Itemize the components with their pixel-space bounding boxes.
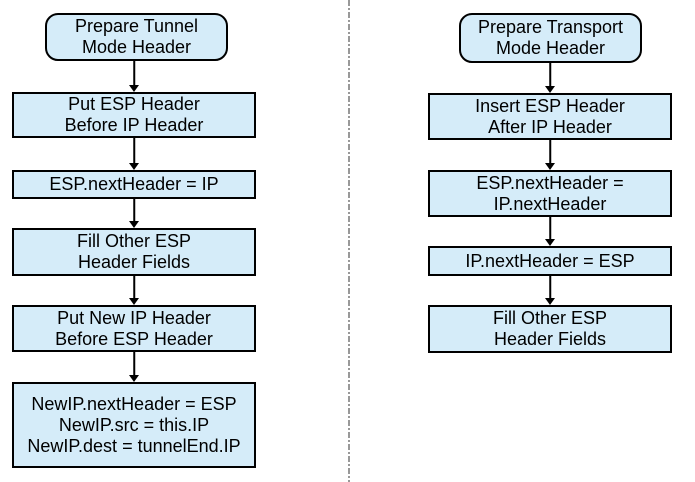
terminator-text-line: Mode Header	[495, 38, 606, 58]
flow-arrow	[128, 138, 140, 170]
step-text-line: Fill Other ESP	[492, 308, 608, 328]
arrow-head-icon	[545, 239, 555, 246]
arrow-head-icon	[545, 86, 555, 93]
arrow-head-icon	[129, 85, 139, 92]
flow-arrow	[544, 276, 556, 305]
step-fill-other-esp-header-fields-transport: Fill Other ESP Header Fields	[428, 305, 672, 353]
step-newip-field-assignments: NewIP.nextHeader = ESP NewIP.src = this.…	[12, 382, 256, 468]
column-divider-dashed-line	[348, 0, 350, 482]
flow-arrow	[128, 352, 140, 382]
arrow-shaft	[549, 276, 551, 300]
flow-arrow	[128, 199, 140, 228]
tunnel-start-terminator: Prepare Tunnel Mode Header	[45, 13, 228, 61]
arrow-head-icon	[129, 298, 139, 305]
step-text-line: Put New IP Header	[57, 307, 211, 328]
step-text-line: Header Fields	[493, 329, 607, 349]
step-text-line: NewIP.src = this.IP	[58, 414, 210, 435]
step-text-line: NewIP.dest = tunnelEnd.IP	[27, 435, 241, 456]
flow-arrow	[544, 140, 556, 170]
step-esp-nextheader-equals-ip-nextheader: ESP.nextHeader = IP.nextHeader	[428, 170, 672, 217]
arrow-shaft	[549, 63, 551, 88]
flow-arrow	[544, 63, 556, 93]
arrow-head-icon	[545, 298, 555, 305]
step-text-line: Before ESP Header	[55, 328, 213, 349]
flow-arrow	[544, 217, 556, 246]
transport-start-terminator: Prepare Transport Mode Header	[459, 13, 642, 63]
step-insert-esp-header-after-ip-header: Insert ESP Header After IP Header	[428, 93, 672, 140]
terminator-text-line: Mode Header	[81, 37, 192, 57]
arrow-shaft	[133, 276, 135, 300]
arrow-head-icon	[129, 221, 139, 228]
arrow-shaft	[133, 61, 135, 87]
arrow-head-icon	[129, 163, 139, 170]
arrow-shaft	[133, 199, 135, 223]
arrow-head-icon	[129, 375, 139, 382]
arrow-head-icon	[545, 163, 555, 170]
step-text-line: IP.nextHeader = ESP	[465, 250, 635, 271]
flow-arrow	[128, 61, 140, 92]
step-text-line: Header Fields	[77, 252, 191, 272]
step-text-line: NewIP.nextHeader = ESP	[31, 393, 237, 414]
terminator-text-line: Prepare Transport	[477, 17, 624, 37]
step-text-line: Insert ESP Header	[475, 95, 625, 116]
arrow-shaft	[133, 138, 135, 165]
terminator-text-line: Prepare Tunnel	[74, 16, 199, 36]
step-text-line: Before IP Header	[64, 115, 204, 135]
step-text-line: After IP Header	[488, 116, 612, 137]
step-ip-nextheader-equals-esp: IP.nextHeader = ESP	[428, 246, 672, 276]
flow-arrow	[128, 276, 140, 305]
step-text-line: ESP.nextHeader =	[476, 172, 624, 193]
step-put-new-ip-header-before-esp-header: Put New IP Header Before ESP Header	[12, 305, 256, 352]
step-text-line: IP.nextHeader	[493, 193, 607, 214]
arrow-shaft	[549, 217, 551, 241]
step-text-line: Fill Other ESP	[76, 231, 192, 251]
arrow-shaft	[133, 352, 135, 377]
arrow-shaft	[549, 140, 551, 165]
step-esp-nextheader-equals-ip: ESP.nextHeader = IP	[12, 170, 256, 199]
step-put-esp-header-before-ip-header: Put ESP Header Before IP Header	[12, 92, 256, 138]
step-text-line: Put ESP Header	[68, 94, 200, 114]
step-fill-other-esp-header-fields-tunnel: Fill Other ESP Header Fields	[12, 228, 256, 276]
step-text-line: ESP.nextHeader = IP	[49, 174, 219, 194]
